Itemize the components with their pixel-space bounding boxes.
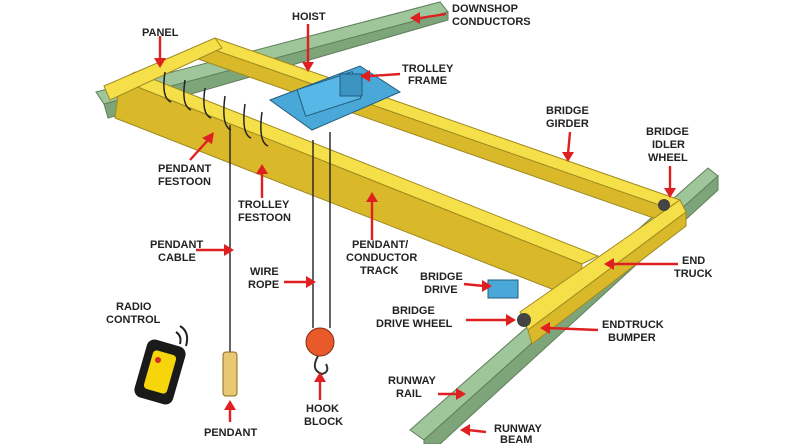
radio-control (134, 339, 186, 405)
label-runway-beam-2: BEAM (500, 434, 532, 444)
bridge-drive-wheel (517, 313, 531, 327)
label-runway-rail-2: RAIL (396, 388, 422, 400)
label-hoist: HOIST (292, 11, 326, 23)
label-hook-block-2: BLOCK (304, 416, 343, 428)
callout-arrows (154, 12, 678, 436)
label-bridge-girder-1: BRIDGE (546, 105, 589, 117)
label-bridge-idler-1: BRIDGE (646, 126, 689, 138)
label-pendant-cable-1: PENDANT (150, 239, 203, 251)
label-trolley-festoon-1: TROLLEY (238, 199, 290, 211)
label-pendant: PENDANT (204, 427, 257, 439)
label-runway-rail-1: RUNWAY (388, 375, 437, 387)
label-downshop-1: DOWNSHOP (452, 3, 518, 15)
label-wire-rope-1: WIRE (250, 266, 279, 278)
wire-rope (312, 132, 331, 328)
end-truck-left (103, 37, 223, 101)
label-trolley-frame-2: FRAME (408, 75, 447, 87)
label-pendant-track-2: CONDUCTOR (346, 252, 417, 264)
label-bridge-drive-1: BRIDGE (420, 271, 463, 283)
label-trolley-frame-1: TROLLEY (402, 63, 454, 75)
label-radio-control-1: RADIO (116, 301, 152, 313)
label-runway-beam-1: RUNWAY (494, 423, 543, 435)
label-hook-block-1: HOOK (306, 403, 339, 415)
label-endtruck-bumper-1: ENDTRUCK (602, 319, 664, 331)
label-pendant-festoon-1: PENDANT (158, 163, 211, 175)
label-pendant-track-3: TRACK (360, 265, 399, 277)
label-pendant-cable-2: CABLE (158, 252, 196, 264)
label-bridge-idler-3: WHEEL (648, 152, 688, 164)
hoist (296, 71, 363, 117)
label-endtruck-bumper-2: BUMPER (608, 332, 656, 344)
hook-block (305, 327, 335, 376)
bridge-idler-wheel (658, 199, 670, 211)
label-pendant-track-1: PENDANT/ (352, 239, 408, 251)
label-bridge-girder-2: GIRDER (546, 118, 589, 130)
label-trolley-festoon-2: FESTOON (238, 212, 291, 224)
label-downshop-2: CONDUCTORS (452, 16, 531, 28)
label-pendant-festoon-2: FESTOON (158, 176, 211, 188)
label-end-truck-2: TRUCK (674, 268, 713, 280)
label-bridge-drive-wheel-1: BRIDGE (392, 305, 435, 317)
label-radio-control-2: CONTROL (106, 314, 161, 326)
bridge-drive (487, 279, 519, 299)
label-bridge-idler-2: IDLER (652, 139, 685, 151)
label-panel: PANEL (142, 27, 179, 39)
label-wire-rope-2: ROPE (248, 279, 279, 291)
label-bridge-drive-2: DRIVE (424, 284, 458, 296)
pendant-station (222, 351, 238, 397)
label-bridge-drive-wheel-2: DRIVE WHEEL (376, 318, 453, 330)
labels: HOIST DOWNSHOP CONDUCTORS PANEL TROLLEY … (106, 3, 713, 444)
label-end-truck-1: END (682, 255, 705, 267)
signal-icon (175, 325, 189, 347)
